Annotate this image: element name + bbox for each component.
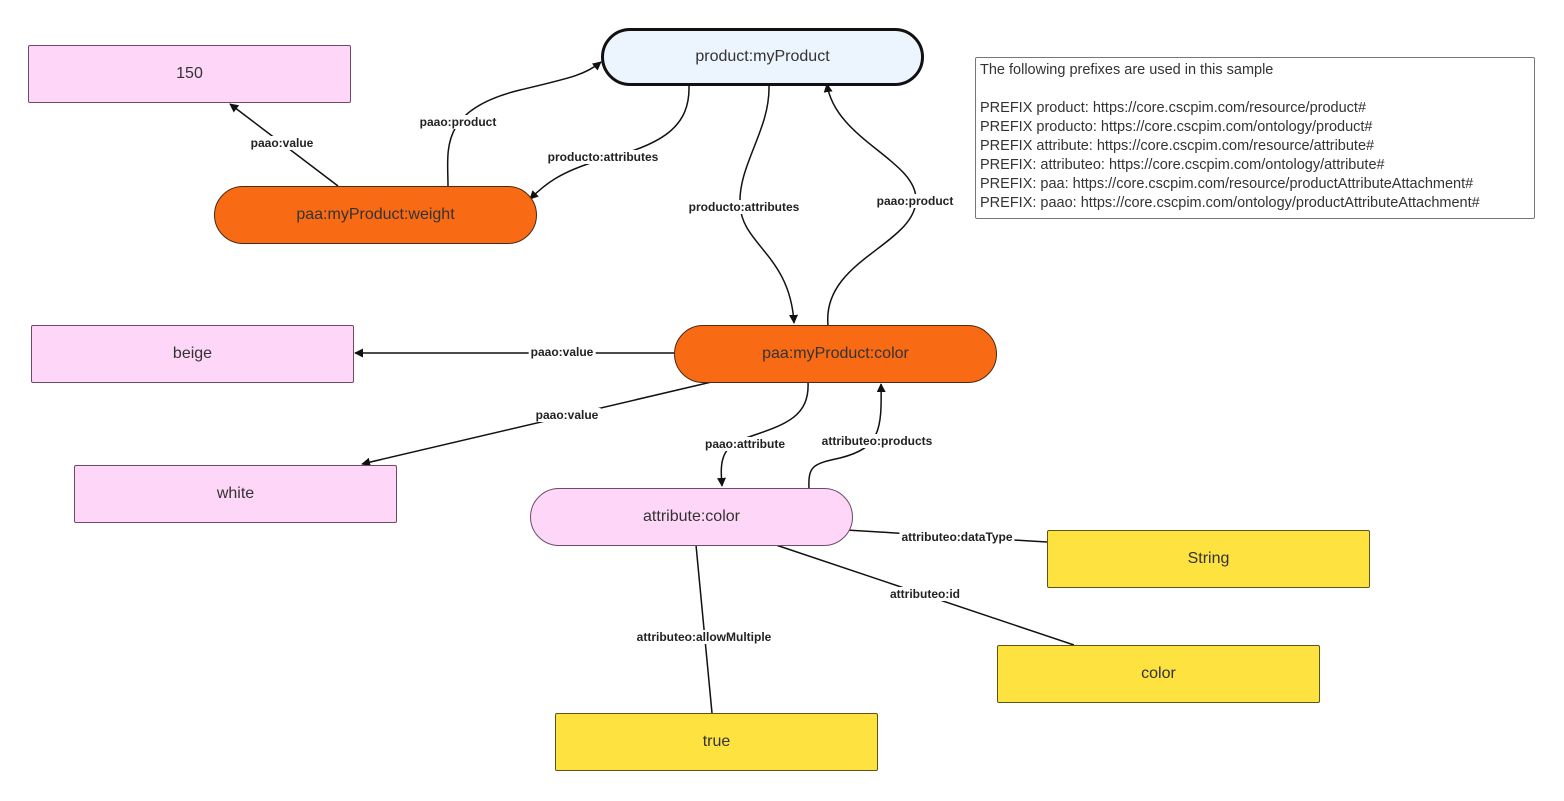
node-value-150[interactable]: 150 xyxy=(28,45,351,103)
node-value-beige[interactable]: beige xyxy=(31,325,354,383)
node-value-white[interactable]: white xyxy=(74,465,397,523)
node-weight-attachment-label: paa:myProduct:weight xyxy=(296,206,455,223)
edge-attribute-allow-multiple xyxy=(695,544,713,714)
node-attribute-color[interactable]: attribute:color xyxy=(530,488,853,546)
prefix-line: PREFIX: paao: https://core.cscpim.com/on… xyxy=(980,195,1480,211)
node-color-attachment-label: paa:myProduct:color xyxy=(762,345,909,362)
edge-label-attribute-products: attributeo:products xyxy=(819,434,935,448)
edge-label-attribute-allow-multiple: attributeo:allowMultiple xyxy=(634,630,774,644)
node-value-white-label: white xyxy=(216,485,255,502)
prefix-line: PREFIX: paa: https://core.cscpim.com/res… xyxy=(980,176,1474,192)
prefix-note-heading: The following prefixes are used in this … xyxy=(980,62,1274,78)
node-value-color-label: color xyxy=(1141,665,1176,682)
edge-label-attribute-datatype: attributeo:dataType xyxy=(899,530,1015,544)
edge-label-weight-product: paao:product xyxy=(417,115,499,129)
node-attribute-color-label: attribute:color xyxy=(643,508,740,525)
node-value-string-label: String xyxy=(1187,550,1230,567)
node-my-product-label: product:myProduct xyxy=(695,48,830,65)
node-value-true-label: true xyxy=(702,733,731,750)
node-my-product[interactable]: product:myProduct xyxy=(601,28,924,86)
edge-color-value-white xyxy=(361,379,721,467)
edge-label-product-attributes-color: producto:attributes xyxy=(686,200,802,214)
prefix-line: PREFIX attribute: https://core.cscpim.co… xyxy=(980,138,1375,154)
edge-label-color-product: paao:product xyxy=(874,194,956,208)
node-weight-attachment[interactable]: paa:myProduct:weight xyxy=(214,186,537,244)
edge-product-attributes-weight xyxy=(529,85,690,200)
prefix-line: PREFIX product: https://core.cscpim.com/… xyxy=(980,100,1367,116)
node-color-attachment[interactable]: paa:myProduct:color xyxy=(674,325,997,383)
prefix-line: PREFIX: attributeo: https://core.cscpim.… xyxy=(980,157,1385,173)
edge-weight-product xyxy=(446,61,602,187)
node-value-beige-label: beige xyxy=(172,345,213,362)
node-value-150-label: 150 xyxy=(176,65,203,82)
edge-label-color-value-beige: paao:value xyxy=(528,345,596,359)
edge-label-weight-value: paao:value xyxy=(248,136,316,150)
prefix-line: PREFIX producto: https://core.cscpim.com… xyxy=(980,119,1373,135)
prefix-note-spacer xyxy=(980,80,1530,99)
node-value-color[interactable]: color xyxy=(997,645,1320,703)
prefix-note: The following prefixes are used in this … xyxy=(975,57,1535,219)
node-value-true[interactable]: true xyxy=(555,713,878,771)
edge-label-color-value-white: paao:value xyxy=(533,408,601,422)
edge-color-attribute xyxy=(717,381,809,487)
edge-label-attribute-id: attributeo:id xyxy=(888,587,962,601)
edge-label-product-attributes-weight: producto:attributes xyxy=(545,150,661,164)
node-value-string[interactable]: String xyxy=(1047,530,1370,588)
edge-attribute-products xyxy=(808,383,886,491)
edge-label-color-attribute: paao:attribute xyxy=(702,437,788,451)
